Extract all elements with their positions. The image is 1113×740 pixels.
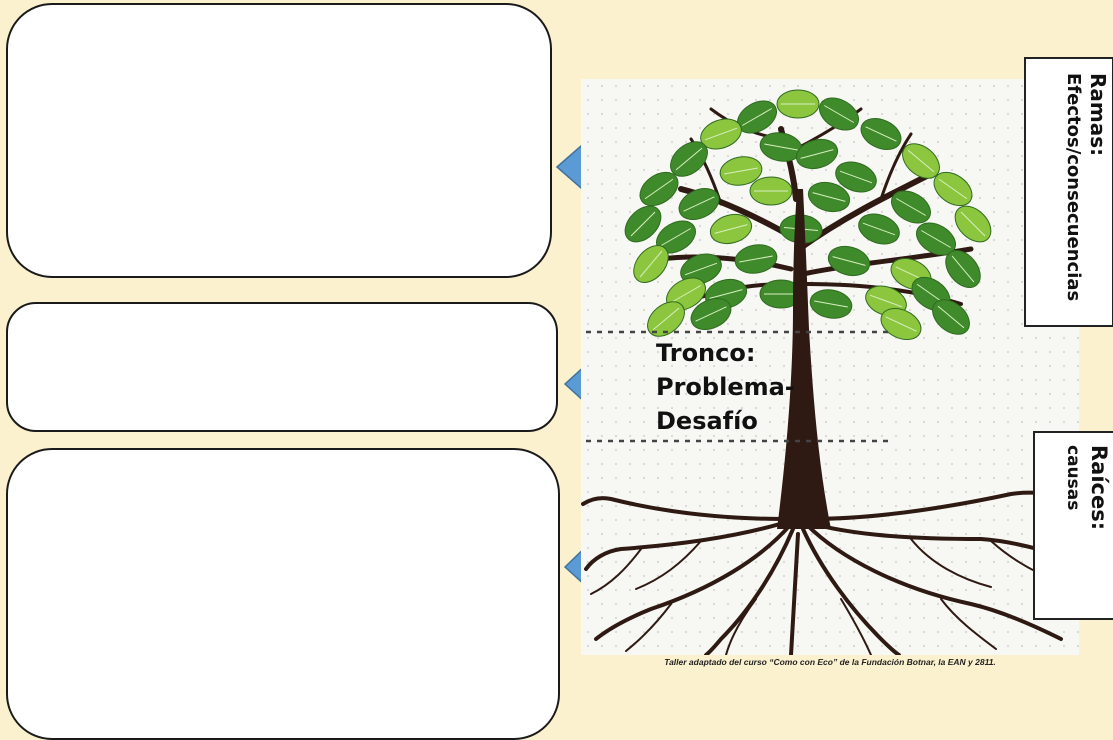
leaf-vein	[709, 289, 743, 299]
leaf-vein	[739, 255, 773, 263]
trunk-label-line1: Tronco:	[656, 339, 756, 367]
leaf-vein	[695, 306, 727, 322]
leaf-vein	[824, 105, 854, 123]
root	[584, 517, 798, 571]
leaf-vein	[671, 285, 701, 303]
leaf-vein	[714, 224, 748, 234]
roots-subtitle: causas	[1063, 445, 1083, 511]
root	[581, 496, 788, 521]
leaf-vein	[742, 108, 772, 126]
root	[625, 603, 672, 652]
leaf-vein	[724, 167, 758, 175]
leaf-vein	[639, 250, 663, 278]
tree-panel	[581, 79, 1079, 655]
leaf-vein	[960, 211, 986, 237]
leaf-vein	[832, 256, 866, 266]
leaf-vein	[764, 143, 798, 151]
effects-answer-box[interactable]	[6, 3, 552, 278]
branches-title: Ramas:	[1086, 73, 1110, 157]
leaf-vein	[951, 255, 975, 283]
leaf-vein	[862, 222, 896, 236]
leaf-vein	[907, 149, 935, 173]
leaf-vein	[937, 305, 965, 329]
leaf-vein	[938, 178, 968, 200]
root	[789, 532, 800, 655]
branches-label-box: Ramas: Efectos/consecuencias	[1024, 57, 1113, 327]
leaf-vein	[661, 228, 691, 246]
root	[635, 540, 702, 590]
credit-note: Taller adaptado del curso “Como con Eco”…	[664, 657, 996, 667]
roots-title: Raíces:	[1087, 445, 1111, 531]
leaf-vein	[644, 178, 674, 200]
leaf-vein	[839, 170, 873, 184]
leaf-vein	[896, 198, 926, 216]
root	[590, 548, 642, 595]
causes-answer-box[interactable]	[6, 448, 560, 740]
leaf-vein	[704, 127, 738, 141]
leaf-vein	[683, 196, 715, 212]
root	[725, 598, 757, 655]
leaf-vein	[630, 211, 656, 237]
leaf-vein	[814, 300, 848, 308]
trunk-label-line2: Problema-	[656, 373, 795, 401]
root	[840, 598, 872, 655]
root	[801, 527, 901, 655]
trunk-label-line3: Desafío	[656, 407, 758, 435]
root	[794, 517, 1073, 561]
trunk-label: Tronco: Problema- Desafío	[656, 336, 795, 438]
root	[704, 527, 795, 655]
leaf-vein	[885, 316, 917, 332]
leaf-vein	[812, 192, 846, 202]
leaf-vein	[800, 149, 834, 159]
leaf-vein	[865, 126, 897, 142]
tree-illustration	[581, 89, 1078, 655]
root	[804, 522, 1063, 641]
problem-answer-box[interactable]	[6, 302, 558, 432]
leaf-vein	[652, 307, 680, 331]
root	[940, 598, 997, 650]
roots-label-box: Raíces: causas	[1033, 431, 1113, 620]
root	[594, 522, 793, 641]
leaf-vein	[684, 262, 718, 276]
root	[910, 538, 992, 588]
leaf-vein	[675, 147, 703, 171]
leaf-vein	[869, 294, 903, 308]
branches-subtitle: Efectos/consecuencias	[1063, 73, 1084, 302]
leaf-vein	[921, 230, 951, 248]
